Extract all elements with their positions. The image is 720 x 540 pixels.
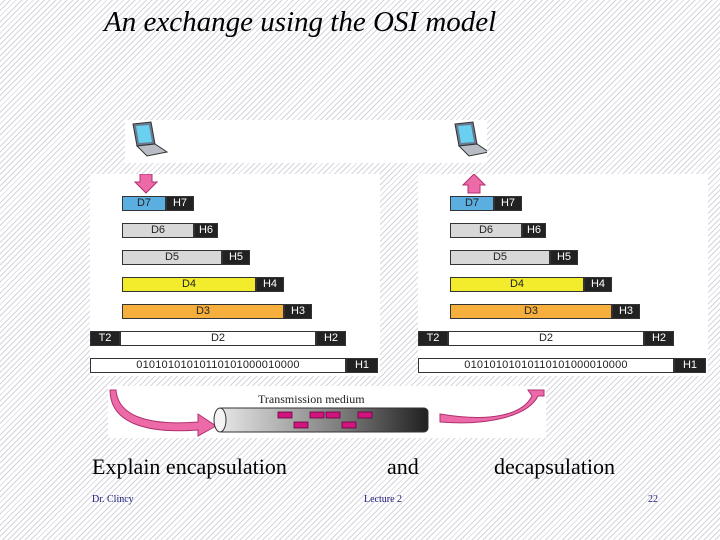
transmission-panel: Transmission medium — [108, 386, 546, 438]
computers-strip — [125, 120, 487, 163]
h2-box: H2 — [644, 331, 674, 346]
h5-box: H5 — [550, 250, 578, 265]
sender-stack-panel: D7 H7 D6 H6 D5 H5 D4 H4 D3 H3 T2 D2 H2 0… — [90, 174, 380, 376]
caption-and: and — [387, 454, 419, 479]
up-arrow-icon — [462, 174, 486, 194]
h4-box: H4 — [256, 277, 284, 292]
h1-box: H1 — [674, 358, 706, 373]
right-curved-arrow — [439, 389, 545, 424]
d5-box: D5 — [122, 250, 222, 265]
caption-decapsulation: decapsulation — [494, 454, 615, 479]
d4-box: D4 — [450, 277, 584, 292]
h4-box: H4 — [584, 277, 612, 292]
h3-box: H3 — [612, 304, 640, 319]
footer-lecture: Lecture 2 — [364, 494, 403, 505]
left-curved-arrow — [109, 389, 217, 437]
t2-box: T2 — [90, 331, 120, 346]
receiver-stack-panel: D7 H7 D6 H6 D5 H5 D4 H4 D3 H3 T2 D2 H2 0… — [418, 174, 708, 376]
h7-box: H7 — [494, 196, 522, 211]
bitstream-box: 01010101010110101000010000 — [90, 358, 346, 373]
h6-box: H6 — [522, 223, 546, 238]
footer-page-number: 22 — [648, 494, 658, 505]
slide-title: An exchange using the OSI model — [104, 6, 497, 38]
h7-box: H7 — [166, 196, 194, 211]
transmission-medium-label: Transmission medium — [258, 392, 365, 406]
h3-box: H3 — [284, 304, 312, 319]
d6-box: D6 — [122, 223, 194, 238]
d7-box: D7 — [450, 196, 494, 211]
laptop-sender-icon — [132, 121, 169, 157]
d3-box: D3 — [450, 304, 612, 319]
d3-box: D3 — [122, 304, 284, 319]
h2-box: H2 — [316, 331, 346, 346]
caption-explain: Explain encapsulation — [92, 454, 287, 479]
d2-box: D2 — [120, 331, 316, 346]
transmission-diagram — [109, 389, 545, 437]
d6-box: D6 — [450, 223, 522, 238]
footer-author: Dr. Clincy — [92, 494, 134, 505]
cable-end — [213, 407, 227, 433]
laptop-receiver-icon — [454, 121, 487, 157]
h5-box: H5 — [222, 250, 250, 265]
h1-box: H1 — [346, 358, 378, 373]
d2-box: D2 — [448, 331, 644, 346]
t2-box: T2 — [418, 331, 448, 346]
d5-box: D5 — [450, 250, 550, 265]
signal-pulses — [277, 411, 373, 429]
bitstream-box: 01010101010110101000010000 — [418, 358, 674, 373]
h6-box: H6 — [194, 223, 218, 238]
d4-box: D4 — [122, 277, 256, 292]
down-arrow-icon — [134, 174, 158, 194]
d7-box: D7 — [122, 196, 166, 211]
